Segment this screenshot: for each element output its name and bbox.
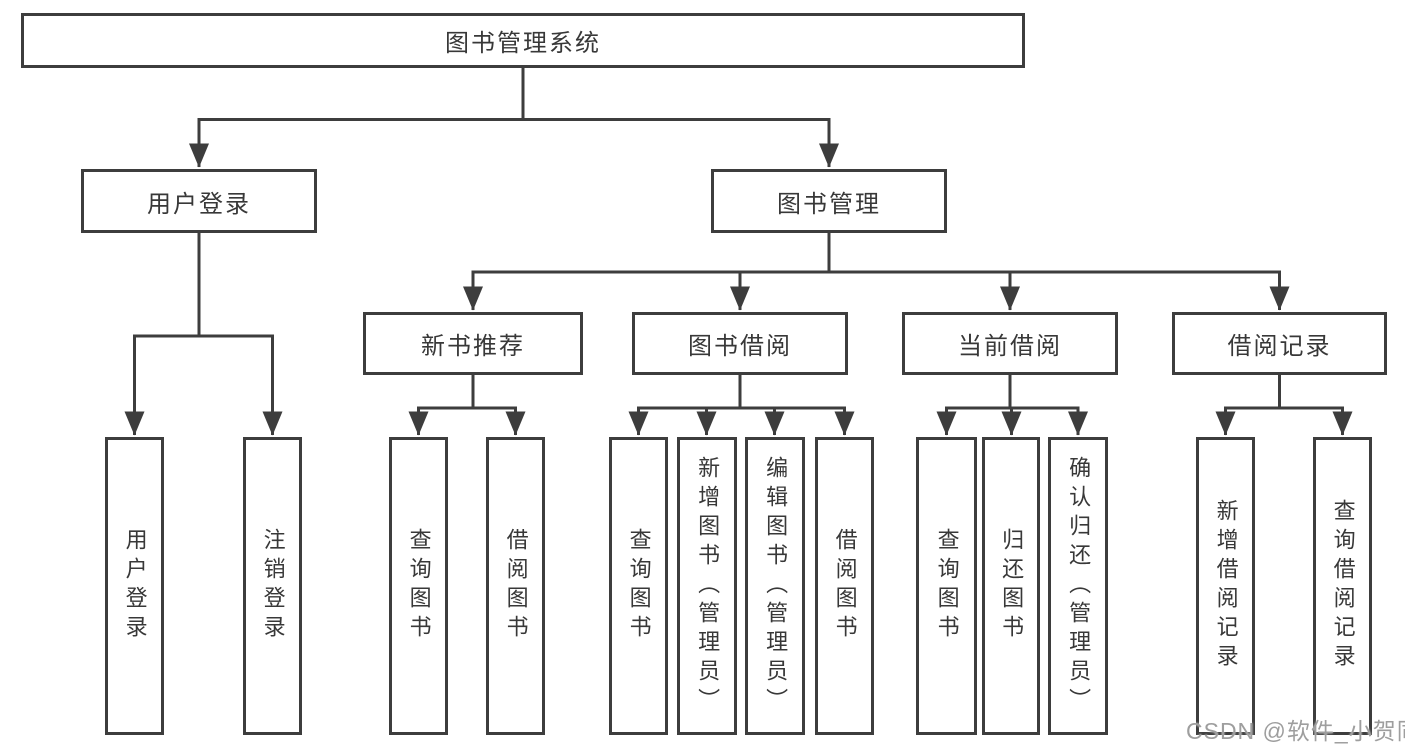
node-label: 图书借阅 — [688, 333, 792, 360]
leaf-label: 注销登录 — [260, 528, 286, 644]
leaf-label: 查询图书 — [934, 528, 960, 644]
leaf-confirm-return-admin: 确认归还（管理员） — [1048, 437, 1108, 735]
node-label: 新书推荐 — [421, 333, 525, 360]
node-user-login: 用户登录 — [81, 169, 317, 233]
leaf-user-login: 用户登录 — [105, 437, 164, 735]
node-new-book-recommend: 新书推荐 — [363, 312, 583, 375]
leaf-add-borrow-record: 新增借阅记录 — [1196, 437, 1255, 735]
node-label: 图书管理 — [777, 190, 881, 218]
leaf-borrow-book: 借阅图书 — [815, 437, 874, 735]
leaf-query-book: 查询图书 — [609, 437, 668, 735]
node-label: 当前借阅 — [958, 333, 1062, 360]
leaf-label: 归还图书 — [999, 528, 1025, 644]
leaf-logout: 注销登录 — [243, 437, 302, 735]
leaf-label: 查询图书 — [626, 528, 652, 644]
node-book-borrow: 图书借阅 — [632, 312, 848, 375]
leaf-query-book: 查询图书 — [916, 437, 977, 735]
node-library-management-system: 图书管理系统 — [21, 13, 1025, 68]
leaf-add-book-admin: 新增图书（管理员） — [677, 437, 737, 735]
leaf-query-borrow-record: 查询借阅记录 — [1313, 437, 1372, 735]
csdn-watermark: CSDN @软件_小贺同学 — [1186, 718, 1405, 744]
node-book-management: 图书管理 — [711, 169, 947, 233]
leaf-label: 借阅图书 — [503, 528, 529, 644]
node-label: 借阅记录 — [1227, 333, 1332, 360]
leaf-label: 编辑图书（管理员） — [763, 455, 789, 717]
node-borrow-records: 借阅记录 — [1172, 312, 1387, 375]
node-label: 图书管理系统 — [445, 30, 601, 57]
leaf-label: 查询借阅记录 — [1330, 499, 1356, 673]
leaf-query-book: 查询图书 — [389, 437, 448, 735]
leaf-label: 新增借阅记录 — [1213, 499, 1239, 673]
leaf-return-book: 归还图书 — [982, 437, 1040, 735]
leaf-label: 确认归还（管理员） — [1066, 455, 1092, 717]
leaf-borrow-book: 借阅图书 — [486, 437, 545, 735]
node-current-borrow: 当前借阅 — [902, 312, 1118, 375]
leaf-label: 新增图书（管理员） — [695, 455, 721, 717]
leaf-label: 用户登录 — [122, 528, 148, 644]
leaf-edit-book-admin: 编辑图书（管理员） — [745, 437, 805, 735]
leaf-label: 借阅图书 — [832, 528, 858, 644]
leaf-label: 查询图书 — [406, 528, 432, 644]
node-label: 用户登录 — [147, 190, 251, 218]
